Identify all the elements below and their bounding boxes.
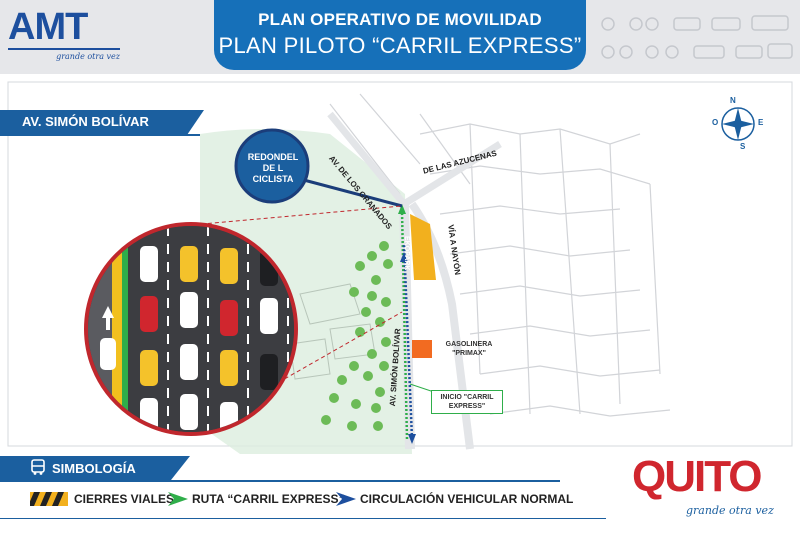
zoom-arrow bbox=[102, 306, 114, 330]
trees bbox=[321, 241, 393, 431]
callout-pointer bbox=[299, 177, 403, 208]
callout-circle bbox=[234, 128, 310, 204]
route-normal bbox=[402, 243, 414, 440]
amt-logo-tagline: grande otra vez bbox=[56, 52, 120, 61]
road-azucenas bbox=[402, 141, 502, 207]
zoom-road-svg bbox=[88, 226, 294, 432]
amt-logo-underline bbox=[8, 48, 120, 50]
compass-s: S bbox=[740, 142, 746, 151]
amt-logo-text: AMT bbox=[8, 6, 88, 48]
section-label: AV. SIMÓN BOLÍVAR bbox=[0, 110, 204, 134]
road-closure-icon bbox=[30, 492, 68, 506]
green-arrow-icon bbox=[168, 492, 188, 506]
quito-logo-text: QUITO bbox=[632, 452, 763, 501]
poi-ekopark: EKOPARK bbox=[403, 236, 410, 271]
title-banner: PLAN OPERATIVO DE MOVILIDAD PLAN PILOTO … bbox=[214, 0, 586, 70]
page-subtitle: PLAN PILOTO “CARRIL EXPRESS” bbox=[218, 33, 582, 58]
compass-n: N bbox=[730, 96, 736, 105]
route-carril-express bbox=[400, 211, 409, 440]
legend-underline bbox=[0, 480, 560, 482]
quito-logo: QUITO grande otra vez bbox=[632, 452, 784, 524]
legend-label-circulacion: CIRCULACIÓN VEHICULAR NORMAL bbox=[360, 492, 574, 506]
zoom-cars bbox=[100, 246, 278, 432]
blue-arrow-icon bbox=[336, 492, 356, 506]
road-via-nayon bbox=[408, 201, 474, 450]
route-normal-arrow bbox=[400, 252, 408, 262]
compass-o: O bbox=[712, 118, 719, 127]
route-normal-arrow-bottom bbox=[408, 434, 416, 444]
legend-title: SIMBOLOGÍA bbox=[52, 461, 136, 476]
legend-item-circulacion: CIRCULACIÓN VEHICULAR NORMAL bbox=[336, 490, 573, 508]
ekopark-block bbox=[410, 214, 436, 280]
road-granados bbox=[327, 111, 407, 207]
map-area: REDONDEL DE L CICLISTA AV. DE LOS GRANAD… bbox=[0, 74, 800, 454]
bus-icon bbox=[31, 459, 45, 475]
legend-item-ruta: RUTA “CARRIL EXPRESS” bbox=[168, 490, 348, 508]
poi-gasolinera: GASOLINERA "PRIMAX" bbox=[445, 341, 493, 357]
amt-logo: AMT grande otra vez bbox=[8, 6, 126, 64]
poi-inicio: INICIO "CARRIL EXPRESS" bbox=[431, 390, 503, 414]
route-carril-express-arrow bbox=[398, 204, 406, 214]
zoom-circle bbox=[84, 222, 298, 436]
footer-line bbox=[0, 518, 606, 519]
legend-label-cierres: CIERRES VIALES bbox=[74, 492, 175, 506]
quito-logo-tagline: grande otra vez bbox=[686, 504, 774, 517]
transport-icons-decoration bbox=[601, 15, 793, 59]
header: AMT grande otra vez PLAN OPERATIVO DE MO… bbox=[0, 0, 800, 74]
section-label-underline bbox=[0, 134, 200, 136]
compass-e: E bbox=[758, 118, 764, 127]
compass-rose bbox=[721, 107, 755, 141]
gasolinera-block bbox=[412, 340, 432, 358]
legend-item-cierres: CIERRES VIALES bbox=[30, 490, 190, 508]
page-title: PLAN OPERATIVO DE MOVILIDAD bbox=[258, 10, 542, 29]
legend-label-ruta: RUTA “CARRIL EXPRESS” bbox=[192, 492, 345, 506]
city-blocks bbox=[329, 93, 671, 417]
legend-title-bar: SIMBOLOGÍA bbox=[0, 456, 190, 480]
callout-redondel: REDONDEL DE L CICLISTA bbox=[247, 152, 299, 184]
